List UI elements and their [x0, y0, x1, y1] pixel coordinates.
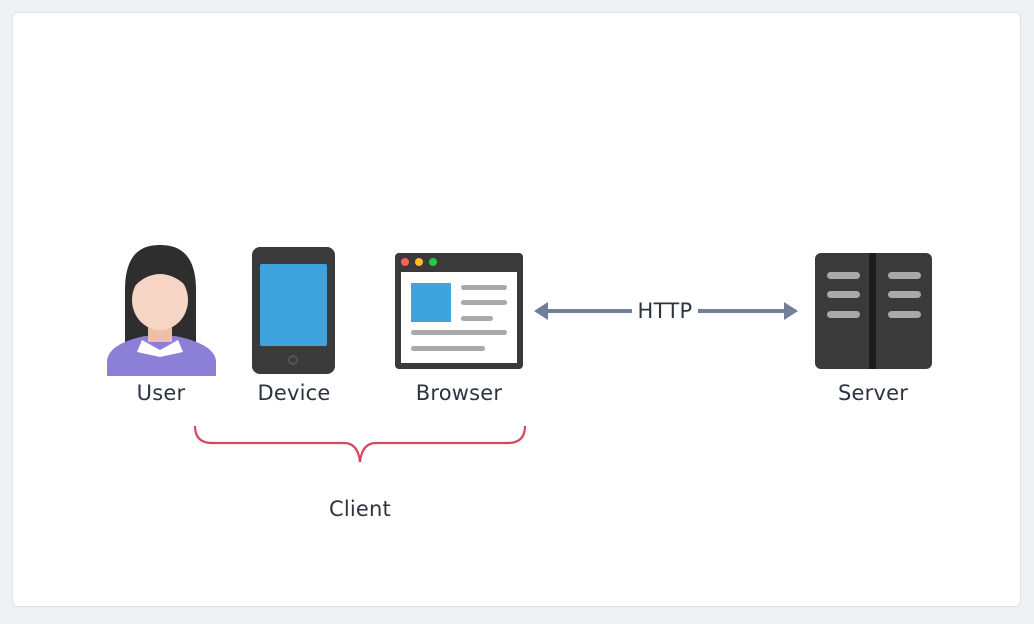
- device-label: Device: [257, 381, 331, 405]
- user-label: User: [136, 381, 186, 405]
- client-label: Client: [329, 497, 391, 521]
- user-icon: [107, 245, 216, 376]
- browser-window-icon: [395, 253, 523, 369]
- http-label: HTTP: [635, 299, 695, 323]
- phone-icon: [252, 247, 335, 374]
- server-label: Server: [837, 381, 909, 405]
- client-brace: [193, 425, 527, 463]
- server-icon: [815, 253, 932, 369]
- browser-label: Browser: [415, 381, 503, 405]
- http-arrow: [534, 302, 798, 320]
